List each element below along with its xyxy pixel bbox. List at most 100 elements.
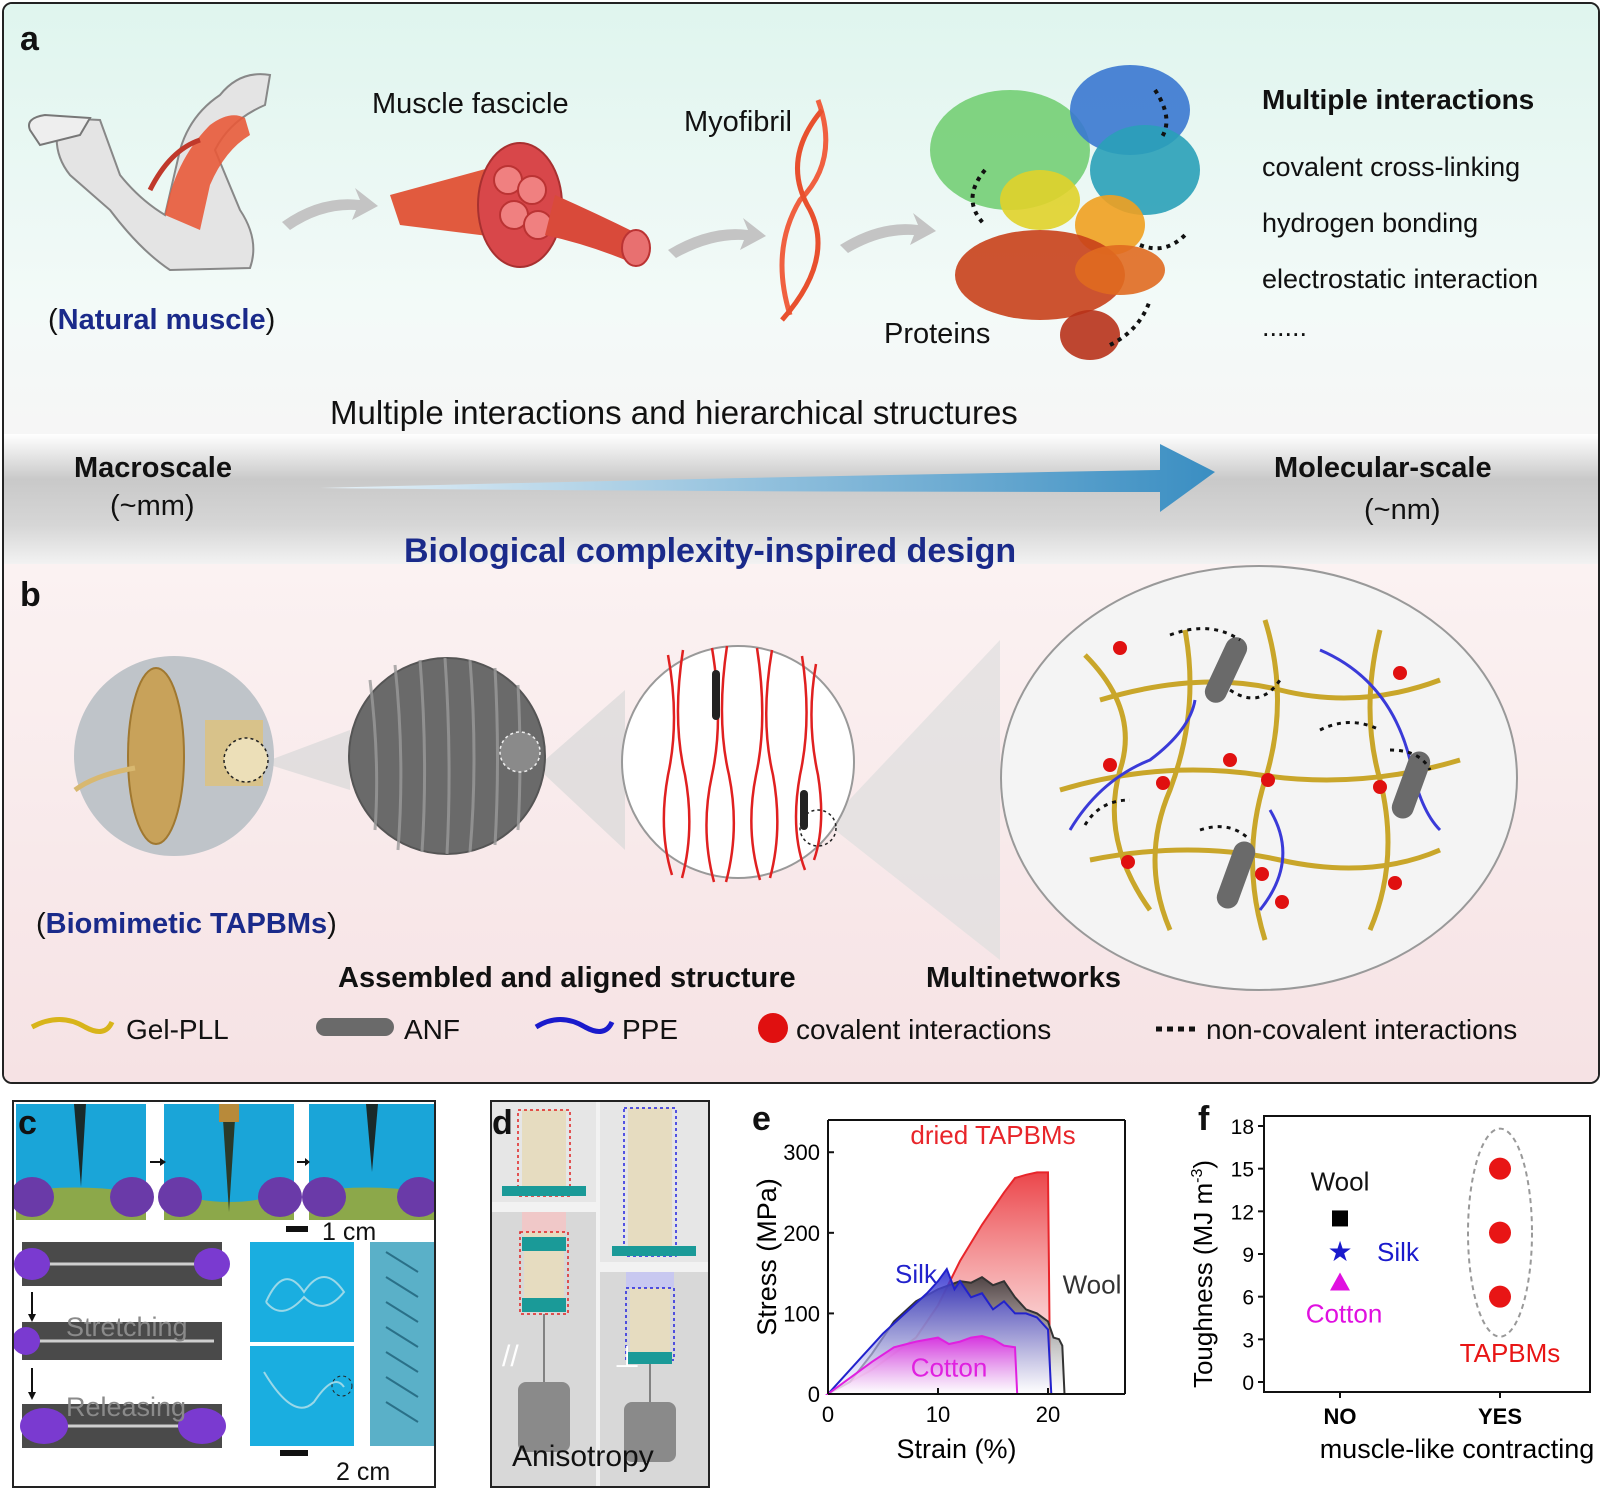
blue-wave-icon (534, 1017, 615, 1034)
series-area-cotton (824, 1334, 1019, 1395)
biomimetic-label: Biomimetic TAPBMs (45, 908, 328, 940)
marker-tapbms (1489, 1221, 1511, 1244)
natural-muscle-caption: (Natural muscle) (48, 304, 275, 337)
interaction-item: covalent cross-linking (1262, 152, 1521, 182)
panel-f-letter: f (1198, 1100, 1210, 1138)
y-tick-label: 0 (808, 1382, 820, 1407)
fiber-stretch-photos (14, 1242, 230, 1448)
series-label: Wool (1063, 1269, 1122, 1299)
interaction-item: hydrogen bonding (1262, 208, 1479, 238)
panel-c-photos (14, 1104, 434, 1456)
panel-d (490, 1100, 710, 1488)
label-silk: Silk (1377, 1237, 1420, 1267)
y-tick-label: 3 (1242, 1329, 1254, 1352)
legend-label: ANF (404, 1014, 460, 1045)
y-tick-label: 300 (783, 1140, 820, 1165)
panel-d-letter: d (492, 1104, 513, 1142)
series-label: Cotton (911, 1352, 988, 1382)
y-tick-label: 100 (783, 1301, 820, 1326)
protein-structure-illustration (930, 65, 1200, 360)
paren-close: ) (327, 908, 337, 940)
x-tick-label: 0 (822, 1402, 834, 1427)
marker-silk: ★ (1327, 1236, 1352, 1267)
multinetwork-circle (1000, 565, 1518, 991)
band-heading: Multiple interactions and hierarchical s… (330, 394, 1018, 431)
proteins-label: Proteins (884, 318, 991, 350)
label-wool: Wool (1311, 1166, 1370, 1196)
scale-bar-2cm (280, 1450, 308, 1456)
paren-close: ) (265, 304, 276, 336)
label-tapbms: TAPBMs (1460, 1338, 1561, 1368)
y-tick-label: 12 (1231, 1201, 1254, 1224)
x-tick-label: NO (1324, 1404, 1357, 1429)
multinetworks-label: Multinetworks (926, 962, 1121, 994)
molecular-scale-label: Molecular-scale (1274, 452, 1492, 484)
myofibril-illustration (779, 99, 829, 322)
y-axis-label: Toughness (MJ m-3) (1190, 1160, 1218, 1388)
scale-arrow-icon (320, 444, 1215, 512)
anisotropy-label: Anisotropy (512, 1440, 654, 1473)
scale-2cm-label: 2 cm (336, 1458, 391, 1486)
x-tick-label: 10 (926, 1402, 950, 1427)
x-axis-label: Strain (%) (896, 1434, 1016, 1464)
paren-open: ( (36, 908, 46, 940)
red-sphere-icon (758, 1013, 788, 1043)
scale-bar-1cm (286, 1226, 308, 1232)
scale-band-background (4, 434, 1598, 564)
y-tick-label: 200 (783, 1221, 820, 1246)
knot-photos (250, 1242, 434, 1446)
parallel-symbol: // (502, 1340, 519, 1373)
panel-a-illustrations (28, 65, 1215, 512)
interaction-item: electrostatic interaction (1262, 264, 1539, 294)
biomimetic-caption: (Biomimetic TAPBMs) (36, 908, 337, 941)
perpendicular-symbol: ⊥ (614, 1341, 641, 1374)
legend-label: covalent interactions (796, 1014, 1052, 1045)
stretching-label: Stretching (66, 1312, 188, 1342)
panel-c-letter: c (18, 1104, 37, 1142)
gray-rod-icon (316, 1018, 394, 1036)
panel-c (12, 1100, 436, 1488)
design-caption: Biological complexity-inspired design (404, 532, 1017, 570)
myofibril-label: Myofibril (684, 106, 792, 138)
interactions-title: Multiple interactions (1262, 84, 1535, 115)
releasing-label: Releasing (66, 1392, 187, 1422)
y-tick-label: 18 (1231, 1116, 1254, 1139)
assembled-label: Assembled and aligned structure (338, 962, 796, 994)
scale-1cm-label: 1 cm (322, 1218, 377, 1246)
marker-tapbms (1489, 1285, 1511, 1308)
panel-e-letter: e (752, 1100, 771, 1138)
yellow-wave-icon (30, 1017, 115, 1034)
panel-d-photos (492, 1102, 708, 1486)
interaction-item: ...... (1262, 312, 1308, 342)
panel-b-letter: b (20, 576, 41, 614)
panel-a-letter: a (20, 20, 39, 58)
molecular-scale-unit: (~nm) (1364, 494, 1441, 526)
natural-muscle-label: Natural muscle (57, 304, 266, 336)
x-axis-label: muscle-like contracting (1320, 1434, 1595, 1464)
paren-open: ( (48, 304, 58, 336)
y-tick-label: 9 (1242, 1244, 1254, 1267)
y-axis-label: Stress (MPa) (752, 1178, 782, 1336)
y-tick-label: 15 (1231, 1159, 1254, 1182)
label-cotton: Cotton (1306, 1298, 1383, 1328)
marker-cotton (1330, 1272, 1350, 1291)
photo-strip-top (14, 1104, 434, 1220)
macroscale-unit: (~mm) (110, 490, 195, 522)
y-tick-label: 0 (1242, 1372, 1254, 1395)
legend-label: non-covalent interactions (1206, 1014, 1518, 1045)
x-tick-label: YES (1478, 1404, 1522, 1429)
series-label: Silk (895, 1259, 938, 1289)
panel-b-illustrations (30, 565, 1518, 1043)
macroscale-label: Macroscale (74, 452, 232, 484)
arm-illustration (28, 73, 272, 272)
legend-label: PPE (622, 1014, 679, 1045)
marker-tapbms (1489, 1157, 1511, 1180)
marker-wool (1332, 1210, 1348, 1227)
muscle-fascicle-illustration (390, 142, 651, 268)
flow-arrows (282, 188, 936, 258)
x-tick-label: 20 (1036, 1402, 1060, 1427)
legend-label: Gel-PLL (126, 1014, 229, 1045)
y-tick-label: 6 (1242, 1287, 1254, 1310)
